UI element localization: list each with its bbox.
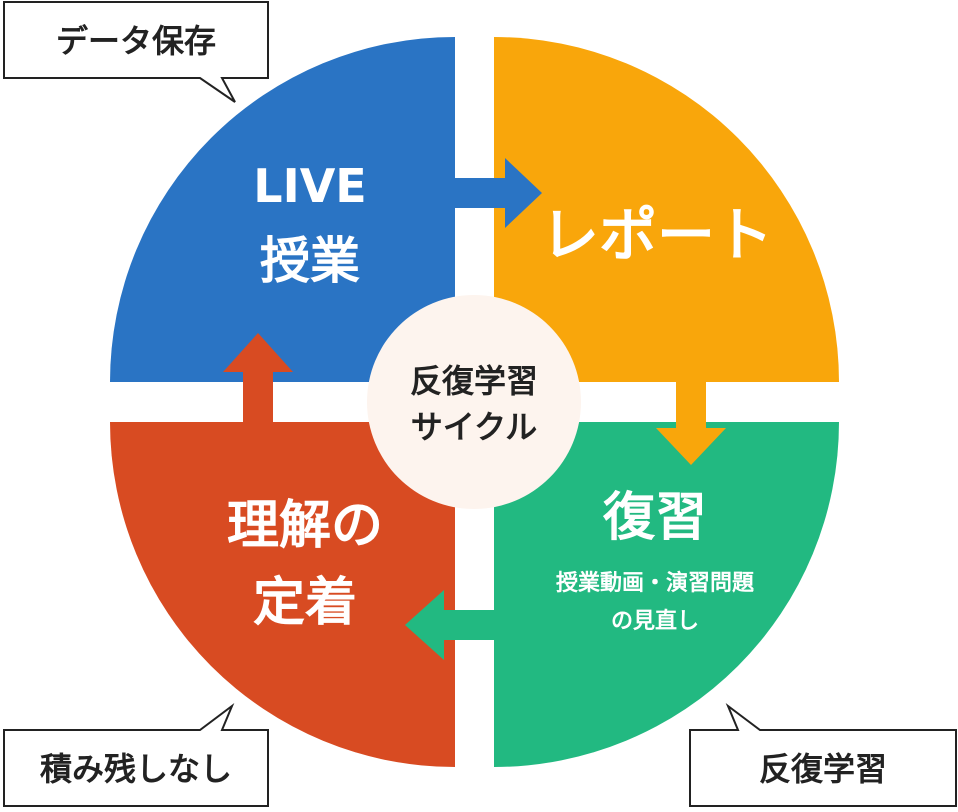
center-circle (367, 295, 581, 509)
callout-repeated-learning: 反復学習 (689, 703, 957, 807)
callout-data-storage-text: データ保存 (56, 22, 216, 60)
review-sub-line1: 授業動画・演習問題 (556, 570, 755, 596)
quadrant-live (110, 37, 455, 382)
quadrant-retention (110, 422, 455, 767)
center-title-line1: 反復学習 (410, 362, 538, 400)
arrow-left-icon (405, 590, 494, 660)
callout-data-storage: データ保存 (3, 1, 269, 103)
callout-repeated-learning-text: 反復学習 (759, 750, 887, 788)
arrow-right-icon (455, 158, 542, 228)
retention-label-line2: 定着 (253, 573, 357, 633)
review-sub-line2: の見直し (611, 608, 699, 634)
quadrant-review (494, 422, 839, 767)
arrow-down-icon (656, 382, 726, 465)
callout-no-backlog: 積み残しなし (3, 703, 269, 807)
live-label-line1: LIVE (253, 159, 366, 213)
center-title-line2: サイクル (411, 408, 537, 446)
review-label: 復習 (602, 488, 707, 548)
quadrant-report (494, 37, 839, 382)
callout-no-backlog-text: 積み残しなし (40, 750, 232, 788)
arrow-up-icon (223, 333, 293, 422)
live-label-line2: 授業 (260, 232, 360, 290)
report-label: レポート (541, 201, 773, 269)
retention-label-line1: 理解の (227, 496, 383, 556)
